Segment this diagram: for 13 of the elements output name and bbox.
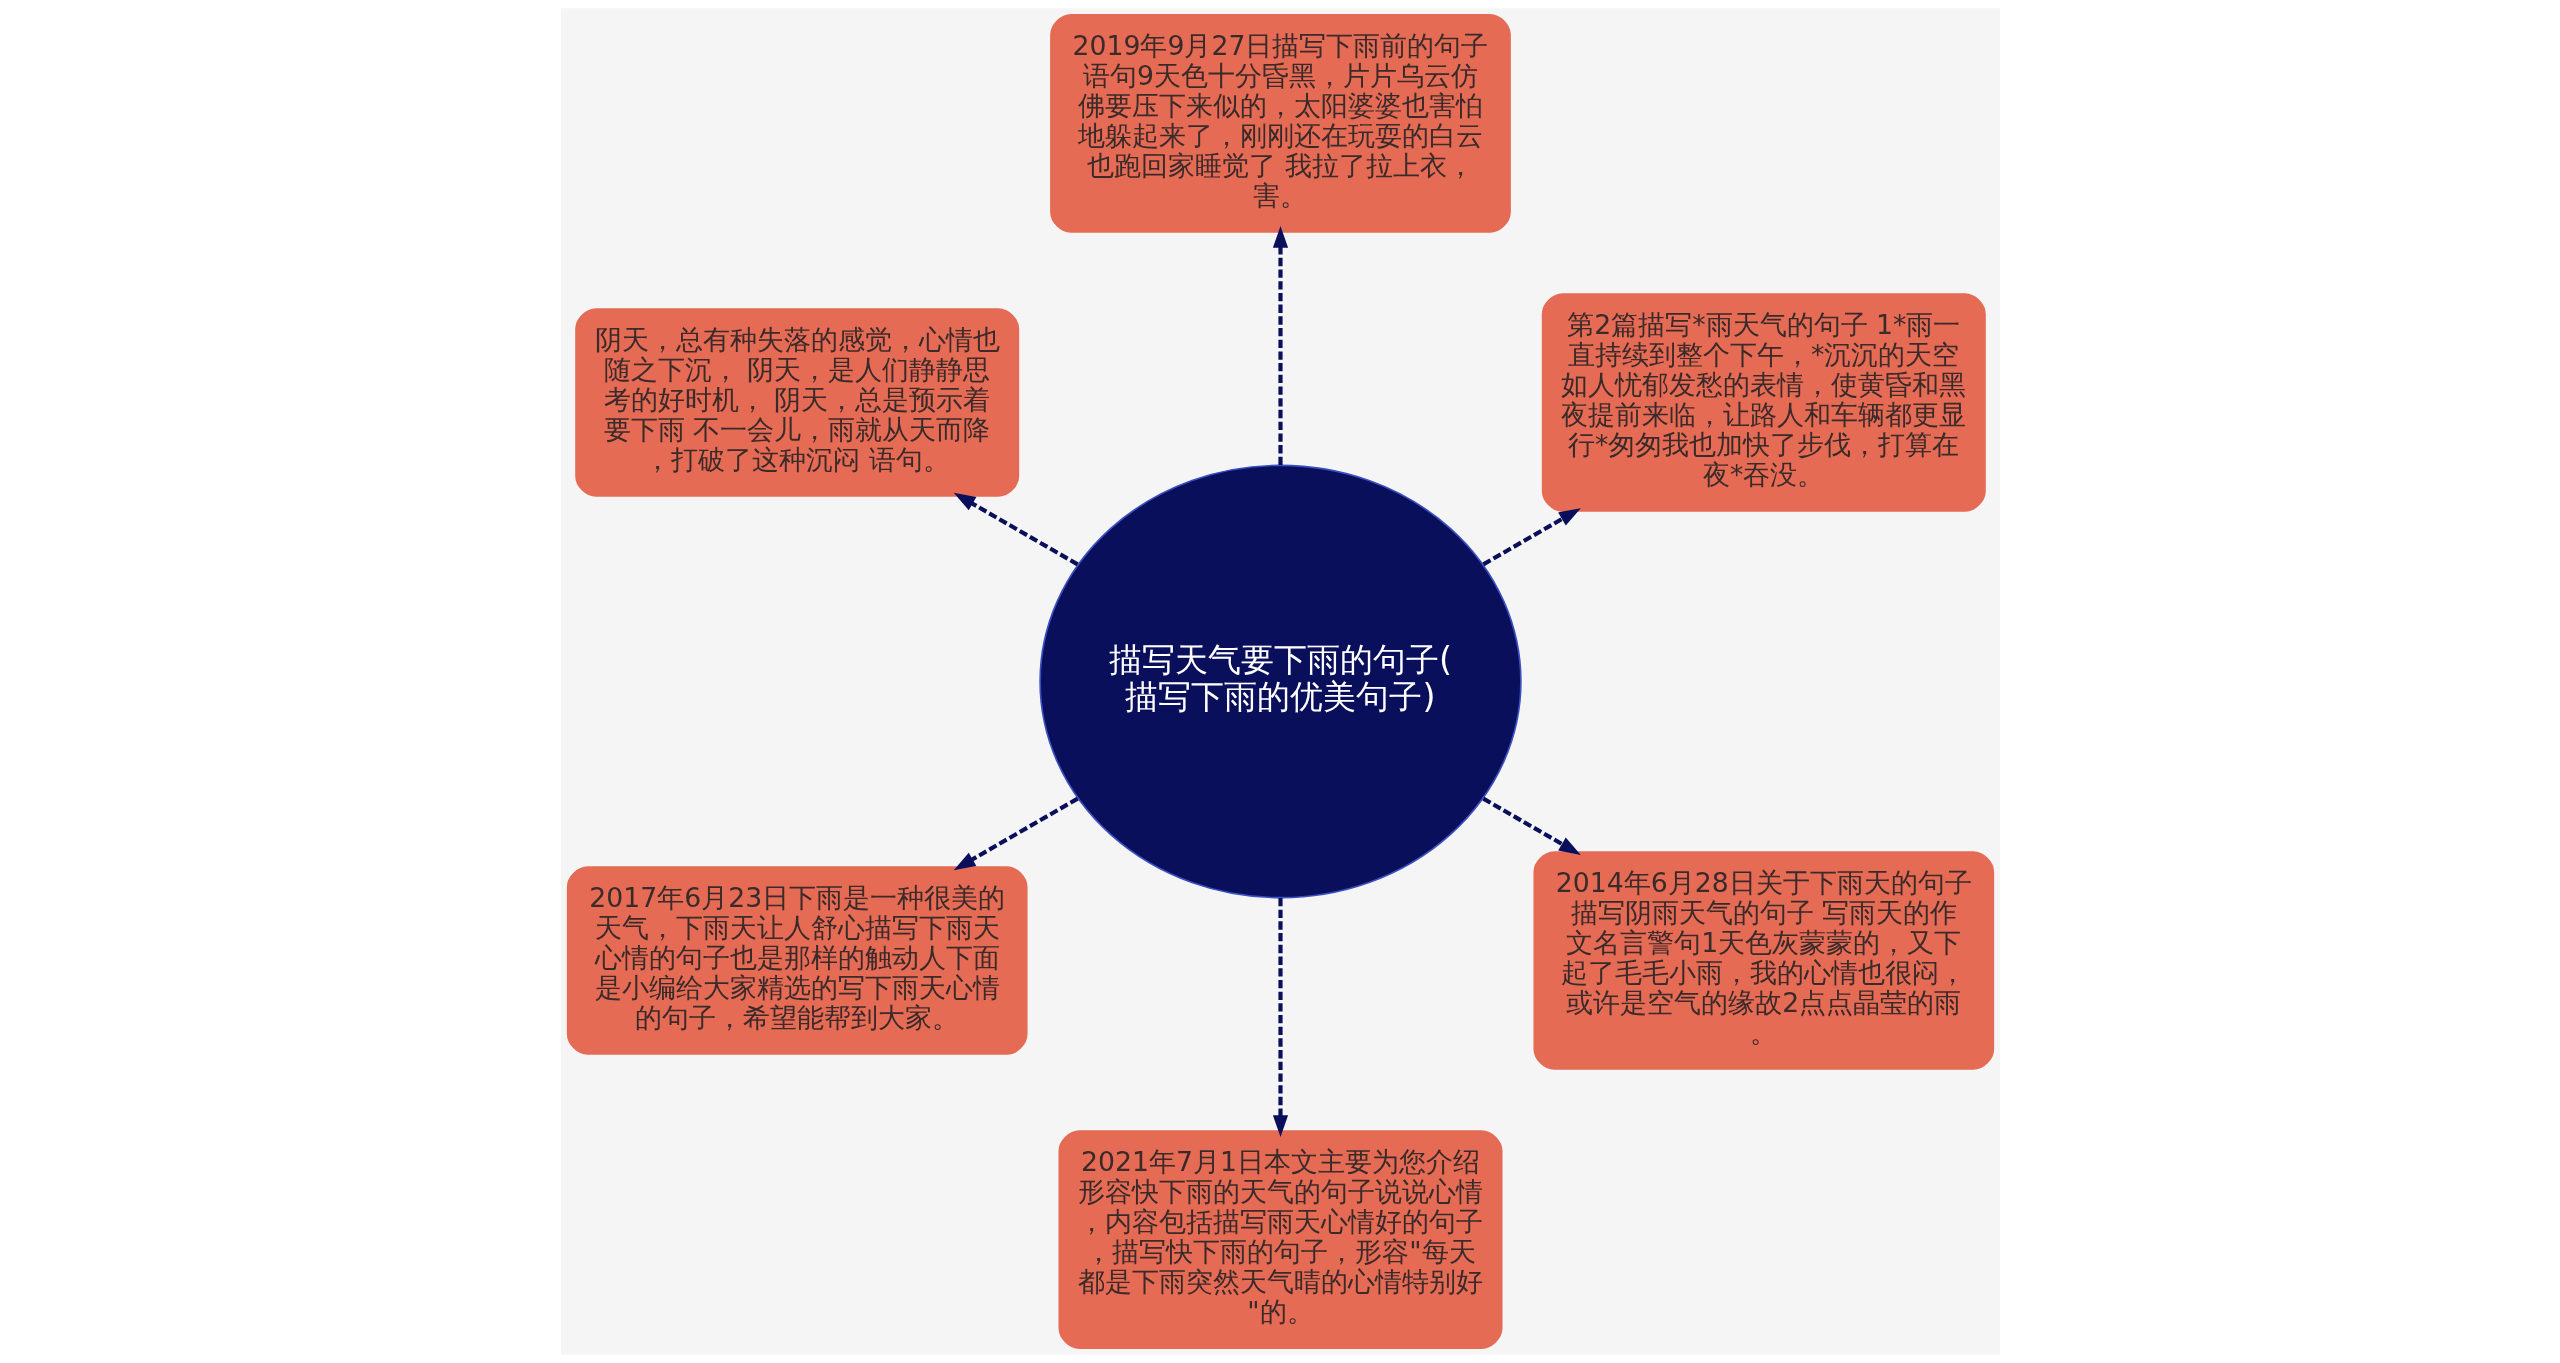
arrow <box>1272 225 1288 465</box>
node-box: 2014年6月28日关于下雨天的句子描写阴雨天气的句子 写雨天的作文名言警句1天色灰蒙蒙的，又下起了毛毛小雨，我的心情也很闷，或许是空气的缘故2点点晶莹的雨。 <box>1532 851 1994 1070</box>
node-box: 2017年6月23日下雨是一种很美的天气，下雨天让人舒心描写下雨天心情的句子也是那样的触动人下面是小编给大家精选的写下雨天心情的句子，希望能帮到大家。 <box>566 866 1028 1055</box>
node-ellipse: 描写天气要下雨的句子(描写下雨的优美句子) <box>1038 464 1522 899</box>
node-box: 2021年7月1日本文主要为您介绍形容快下雨的天气的句子说说心情，内容包括描写雨天心情好的句子，描写快下雨的句子，形容"每天都是下雨突然天气晴的心情特别好"的。 <box>1058 1130 1502 1349</box>
arrow <box>1481 796 1581 855</box>
node-box: 阴天，总有种失落的感觉，心情也随之下沉， 阴天，是人们静静思考的好时机， 阴天，总是预示着要下雨 不一会儿，雨就从天而降，打破了这种沉闷 语句。 <box>574 308 1019 497</box>
arrow <box>953 492 1079 567</box>
node-box: 第2篇描写*雨天气的句子 1*雨一直持续到整个下午，*沉沉的天空如人忧郁发愁的表情，使黄昏和黑夜提前来临，让路人和车辆都更显行*匆匆我也加快了步伐，打算在夜*吞没。 <box>1541 293 1986 512</box>
arrow <box>1481 508 1581 567</box>
arrow <box>953 796 1079 871</box>
arrow <box>1272 898 1288 1138</box>
node-box: 2019年9月27日描写下雨前的句子语句9天色十分昏黑，片片乌云仿佛要压下来似的，太阳婆婆也害怕地躲起来了，刚刚还在玩耍的白云也跑回家睡觉了 我拉了拉上衣，害。 <box>1049 14 1511 233</box>
